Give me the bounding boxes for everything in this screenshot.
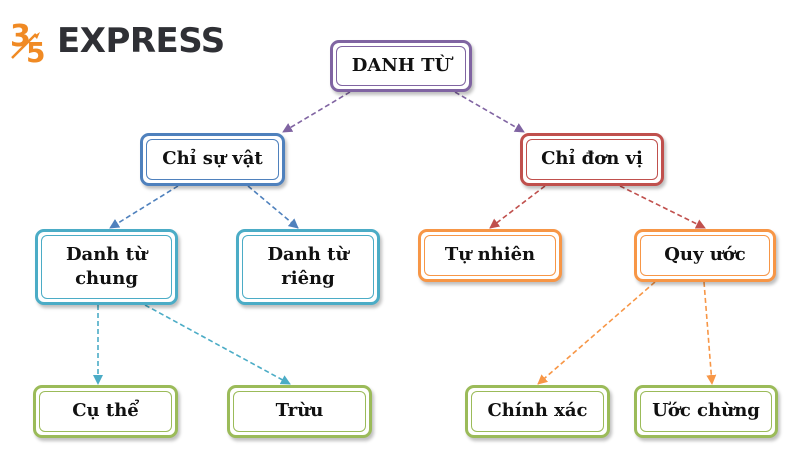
node-truu: Trừu — [227, 385, 372, 438]
logo-text: EXPRESS — [57, 21, 225, 61]
node-quy-uoc-label: Quy ước — [664, 244, 746, 266]
node-chi-su-vat: Chỉ sự vật — [140, 133, 285, 186]
edge-thing-proper — [247, 185, 299, 229]
node-cu-the: Cụ thể — [33, 385, 178, 438]
node-cu-the-label: Cụ thể — [72, 400, 139, 422]
node-tu-nhien: Tự nhiên — [418, 229, 562, 282]
35-logo-icon: 3 5 — [10, 19, 45, 66]
edge-unit-convention — [619, 185, 706, 229]
node-uoc-chung: Ước chừng — [634, 385, 778, 438]
node-chi-don-vi: Chỉ đơn vị — [520, 133, 664, 186]
edge-root-unit — [454, 91, 525, 133]
node-danh-tu-chung-label: Danh từ chung — [65, 243, 148, 289]
node-chinh-xac: Chính xác — [465, 385, 610, 438]
edge-thing-common — [109, 185, 179, 229]
edge-convention-exact — [537, 281, 656, 385]
node-truu-label: Trừu — [275, 400, 324, 422]
edge-unit-natural — [489, 185, 546, 229]
svg-text:5: 5 — [26, 36, 45, 66]
node-chi-don-vi-label: Chỉ đơn vị — [541, 148, 643, 170]
brand-logo: 3 5 EXPRESS — [10, 16, 225, 66]
node-quy-uoc: Quy ước — [634, 229, 776, 282]
node-danh-tu-rieng-label: Danh từ riêng — [267, 243, 349, 289]
node-chi-su-vat-label: Chỉ sự vật — [162, 148, 263, 170]
edge-common-abstract — [144, 304, 291, 385]
edge-root-thing — [282, 91, 351, 133]
node-danh-tu: DANH TỪ — [330, 40, 472, 92]
node-danh-tu-label: DANH TỪ — [351, 54, 451, 76]
node-uoc-chung-label: Ước chừng — [652, 400, 760, 422]
node-danh-tu-rieng: Danh từ riêng — [236, 229, 380, 305]
node-chinh-xac-label: Chính xác — [487, 400, 588, 422]
node-tu-nhien-label: Tự nhiên — [444, 244, 536, 266]
edge-convention-approx — [703, 281, 717, 385]
node-danh-tu-chung: Danh từ chung — [35, 229, 178, 305]
